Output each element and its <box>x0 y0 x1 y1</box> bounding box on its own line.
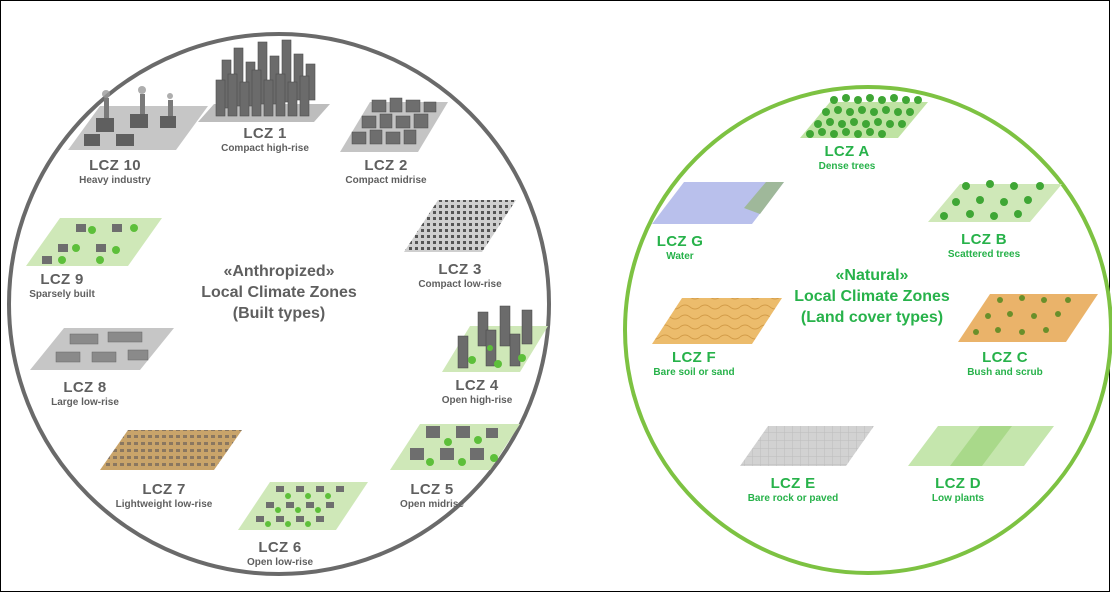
lcz1-code: LCZ 1 <box>243 125 287 142</box>
lcze-desc: Bare rock or paved <box>747 492 839 504</box>
lcz4-label: LCZ 4 Open high-rise <box>441 377 513 406</box>
lcz10-code: LCZ 10 <box>89 157 141 174</box>
lcza-desc: Dense trees <box>818 160 876 172</box>
lcz7-illustration <box>100 430 242 470</box>
lcz5-desc: Open midrise <box>400 498 464 510</box>
lcz10-illustration <box>68 86 208 150</box>
lcz4-illustration <box>442 305 548 372</box>
built-title-line1: «Anthropized» <box>223 263 335 280</box>
built-types-title: «Anthropized» Local Climate Zones (Built… <box>201 262 357 324</box>
lcz2-illustration <box>340 97 448 152</box>
lcza-illustration <box>800 94 928 138</box>
lczb-desc: Scattered trees <box>947 248 1021 260</box>
lcz5-code: LCZ 5 <box>410 481 454 498</box>
lczc-desc: Bush and scrub <box>967 366 1043 378</box>
lczf-label: LCZ F Bare soil or sand <box>653 349 735 378</box>
lcz8-code: LCZ 8 <box>63 379 107 396</box>
lcz1-desc: Compact high-rise <box>221 142 309 154</box>
natural-title-line1: «Natural» <box>835 267 909 284</box>
lcz6-code: LCZ 6 <box>258 539 302 556</box>
lcz2-label: LCZ 2 Compact midrise <box>345 157 427 186</box>
lcz10-label: LCZ 10 Heavy industry <box>79 157 151 186</box>
lcz4-code: LCZ 4 <box>455 377 499 394</box>
lczf-illustration <box>652 298 782 344</box>
lcz9-code: LCZ 9 <box>40 271 84 288</box>
lcz10-desc: Heavy industry <box>79 174 151 186</box>
lczd-desc: Low plants <box>931 492 985 504</box>
built-types-ring <box>7 32 551 576</box>
lczg-label: LCZ G Water <box>656 233 704 262</box>
lczb-label: LCZ B Scattered trees <box>947 231 1021 260</box>
lcz2-desc: Compact midrise <box>345 174 427 186</box>
built-title-line2: Local Climate Zones <box>201 283 357 301</box>
lczg-illustration <box>652 182 784 224</box>
lcz7-label: LCZ 7 Lightweight low-rise <box>115 481 213 510</box>
lczg-desc: Water <box>666 250 694 262</box>
lcz5-illustration <box>390 424 520 470</box>
lcza-code: LCZ A <box>824 143 870 160</box>
lczd-illustration <box>908 426 1054 466</box>
lcz6-illustration <box>238 482 368 530</box>
lcz3-code: LCZ 3 <box>438 261 482 278</box>
lcz9-label: LCZ 9 Sparsely built <box>29 271 95 300</box>
lcz9-desc: Sparsely built <box>29 288 95 300</box>
lczf-code: LCZ F <box>671 349 716 366</box>
lcz7-desc: Lightweight low-rise <box>115 498 213 510</box>
natural-title-line2: Local Climate Zones <box>794 287 950 305</box>
lczb-illustration <box>928 180 1062 222</box>
lcz3-label: LCZ 3 Compact low-rise <box>418 261 502 290</box>
lczf-desc: Bare soil or sand <box>653 366 735 378</box>
lcz3-illustration <box>404 200 516 252</box>
lcze-illustration <box>740 426 874 466</box>
lcz8-desc: Large low-rise <box>51 396 119 408</box>
lczc-code: LCZ C <box>982 349 1028 366</box>
lcza-label: LCZ A Dense trees <box>818 143 876 172</box>
lcze-label: LCZ E Bare rock or paved <box>747 475 839 504</box>
lcz6-desc: Open low-rise <box>246 556 314 568</box>
lczg-code: LCZ G <box>656 233 704 250</box>
lcz7-code: LCZ 7 <box>142 481 186 498</box>
lcz3-desc: Compact low-rise <box>418 278 502 290</box>
lcz1-illustration <box>198 39 330 122</box>
natural-types-title: «Natural» Local Climate Zones (Land cove… <box>794 266 950 328</box>
lczc-illustration <box>958 294 1098 342</box>
lcz8-label: LCZ 8 Large low-rise <box>51 379 119 408</box>
lczc-label: LCZ C Bush and scrub <box>967 349 1043 378</box>
lcze-code: LCZ E <box>770 475 816 492</box>
lcz1-label: LCZ 1 Compact high-rise <box>221 125 309 154</box>
lczd-label: LCZ D Low plants <box>931 475 985 504</box>
lcz2-code: LCZ 2 <box>364 157 408 174</box>
natural-title-line3: (Land cover types) <box>800 308 944 326</box>
lcz6-label: LCZ 6 Open low-rise <box>246 539 314 568</box>
lczd-code: LCZ D <box>935 475 981 492</box>
lcz5-label: LCZ 5 Open midrise <box>400 481 464 510</box>
lczb-code: LCZ B <box>961 231 1007 248</box>
lcz9-illustration <box>26 218 162 266</box>
lcz8-illustration <box>30 328 174 370</box>
lcz4-desc: Open high-rise <box>441 394 513 406</box>
built-title-line3: (Built types) <box>232 304 326 322</box>
natural-types-ring <box>623 85 1112 575</box>
